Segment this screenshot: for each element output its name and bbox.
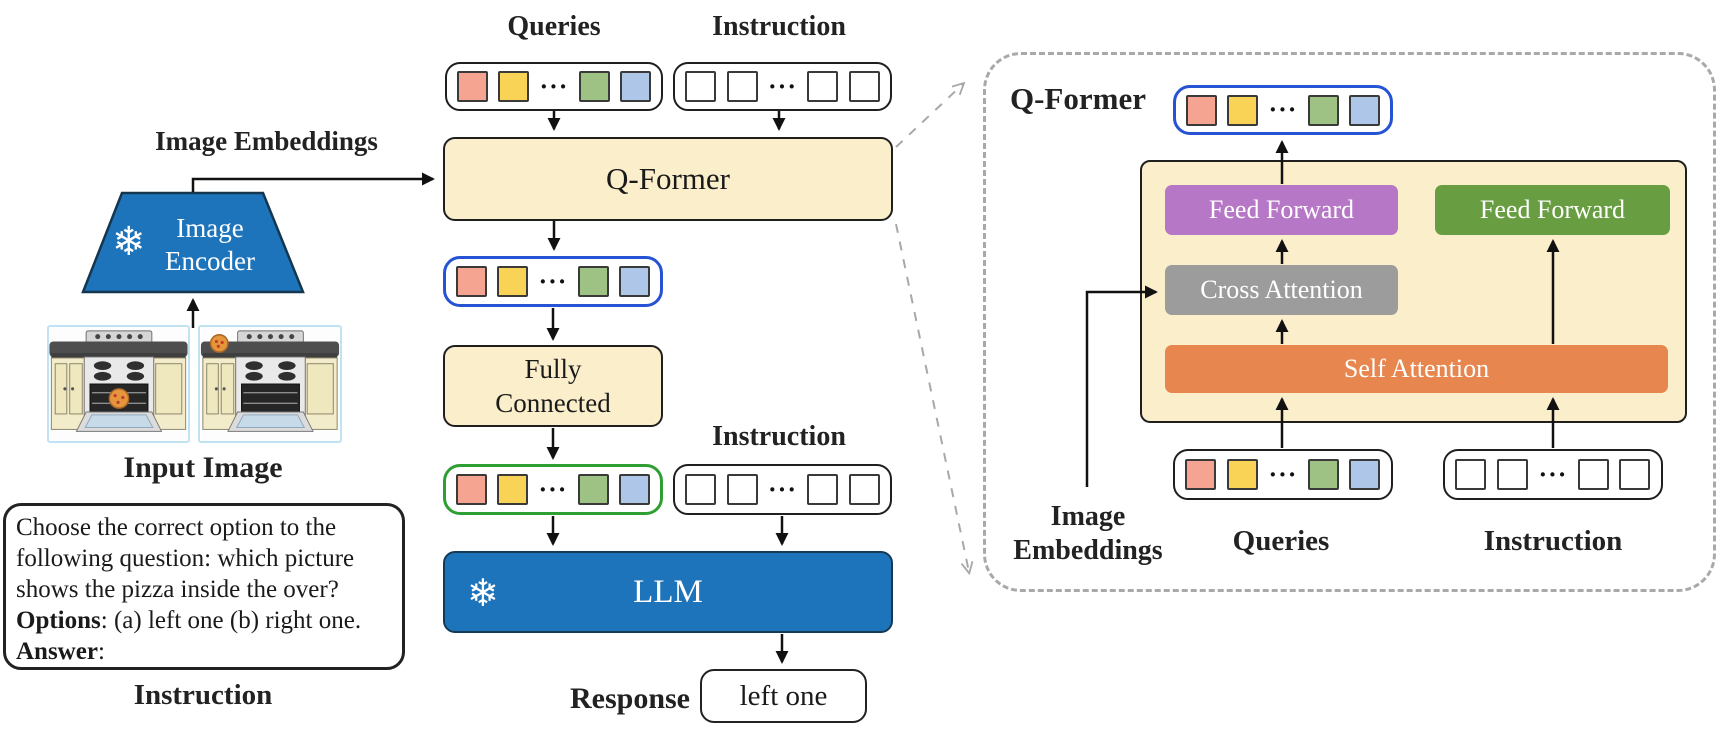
instruction-token <box>685 474 717 505</box>
ellipsis: ··· <box>1538 459 1568 489</box>
token-yellow <box>497 474 529 505</box>
instruction-token <box>807 71 839 102</box>
instruction-label-mid: Instruction <box>712 421 846 452</box>
projected-token-row-green: ··· <box>443 464 663 515</box>
instruction-token <box>1577 459 1609 490</box>
instruction-token-row-right: ··· <box>1443 449 1663 500</box>
instruction-token <box>1496 459 1528 490</box>
prompt-answer-bold: Answer <box>16 638 98 665</box>
image-encoder-label: Image Encoder <box>165 213 255 276</box>
oven-illustration-left <box>49 327 188 441</box>
instruction-token <box>726 474 758 505</box>
response-label: Response <box>569 682 690 715</box>
query-token-blue <box>619 71 651 102</box>
image-embeddings-label-right: Image Embeddings <box>1013 501 1163 566</box>
prompt-line: Choose the correct option to the <box>16 514 337 541</box>
query-token-red <box>457 71 489 102</box>
instruction-label-right: Instruction <box>1483 525 1623 557</box>
token-red <box>456 266 488 297</box>
ellipsis: ··· <box>1268 95 1298 124</box>
response-box: left one <box>700 669 867 723</box>
zoom-indicator-dashed-arrows <box>895 84 969 572</box>
query-token-green <box>1307 459 1339 490</box>
ellipsis: ··· <box>767 474 797 504</box>
prompt-line: following question: which picture <box>16 545 355 572</box>
qformer-output-row-blue: ··· <box>1173 85 1393 135</box>
prompt-answer-rest: : <box>97 638 105 665</box>
token-red <box>456 474 488 505</box>
qformer-box: Q-Former <box>443 137 893 221</box>
instruction-token <box>848 71 880 102</box>
token-yellow <box>497 266 529 297</box>
token-blue <box>1348 94 1380 126</box>
token-green <box>1307 94 1339 126</box>
ellipsis: ··· <box>539 71 569 101</box>
instruction-prompt-box: Choose the correct option to the followi… <box>3 503 405 670</box>
ellipsis: ··· <box>1268 459 1298 489</box>
self-attention-block: Self Attention <box>1165 345 1668 393</box>
instruction-label-top: Instruction <box>712 11 846 42</box>
ellipsis: ··· <box>767 71 797 101</box>
queries-token-row: ··· <box>445 62 663 111</box>
instruction-token <box>848 474 880 505</box>
instruction-token <box>726 71 758 102</box>
queries-token-row-right: ··· <box>1173 449 1393 500</box>
instruction-token-row-mid: ··· <box>673 464 892 515</box>
prompt-options-bold: Options <box>16 607 101 634</box>
queries-label-right: Queries <box>1232 525 1330 557</box>
token-blue <box>618 474 650 505</box>
qformer-detail-title: Q-Former <box>1010 81 1146 116</box>
input-image-left-pizza-in-oven <box>47 325 190 443</box>
token-yellow <box>1227 94 1259 126</box>
instruction-token-row-top: ··· <box>673 62 892 111</box>
query-token-blue <box>1349 459 1381 490</box>
input-image-label: Input Image <box>123 451 283 484</box>
snowflake-icon: ❄ <box>467 573 499 615</box>
token-green <box>577 266 609 297</box>
ellipsis: ··· <box>538 474 568 504</box>
image-encoder-trapezoid <box>81 191 305 294</box>
query-output-row-blue: ··· <box>443 256 663 307</box>
fully-connected-box: Fully Connected <box>443 345 663 427</box>
token-red <box>1186 94 1218 126</box>
instruction-token <box>1619 459 1651 490</box>
llm-box: ❄ LLM <box>443 551 893 633</box>
query-token-red <box>1185 459 1217 490</box>
instruction-token <box>807 474 839 505</box>
token-blue <box>618 266 650 297</box>
prompt-options-rest: : (a) left one (b) right one. <box>100 607 362 634</box>
oven-illustration-right <box>200 327 340 441</box>
ellipsis: ··· <box>538 266 568 296</box>
prompt-line: shows the pizza inside the over? <box>16 576 339 603</box>
token-green <box>577 474 609 505</box>
qformer-detail-panel <box>983 52 1716 592</box>
cross-attention-block: Cross Attention <box>1165 265 1398 315</box>
query-token-yellow <box>498 71 530 102</box>
queries-label-top: Queries <box>507 11 601 42</box>
snowflake-icon: ❄ <box>112 219 146 264</box>
instruction-token <box>1455 459 1487 490</box>
query-token-green <box>578 71 610 102</box>
feed-forward-left-block: Feed Forward <box>1165 185 1398 235</box>
instruction-token <box>685 71 717 102</box>
input-image-right-pizza-on-counter <box>198 325 342 443</box>
instruction-label-left: Instruction <box>133 679 273 711</box>
query-token-yellow <box>1226 459 1258 490</box>
image-embeddings-label: Image Embeddings <box>155 126 378 156</box>
feed-forward-right-block: Feed Forward <box>1435 185 1670 235</box>
